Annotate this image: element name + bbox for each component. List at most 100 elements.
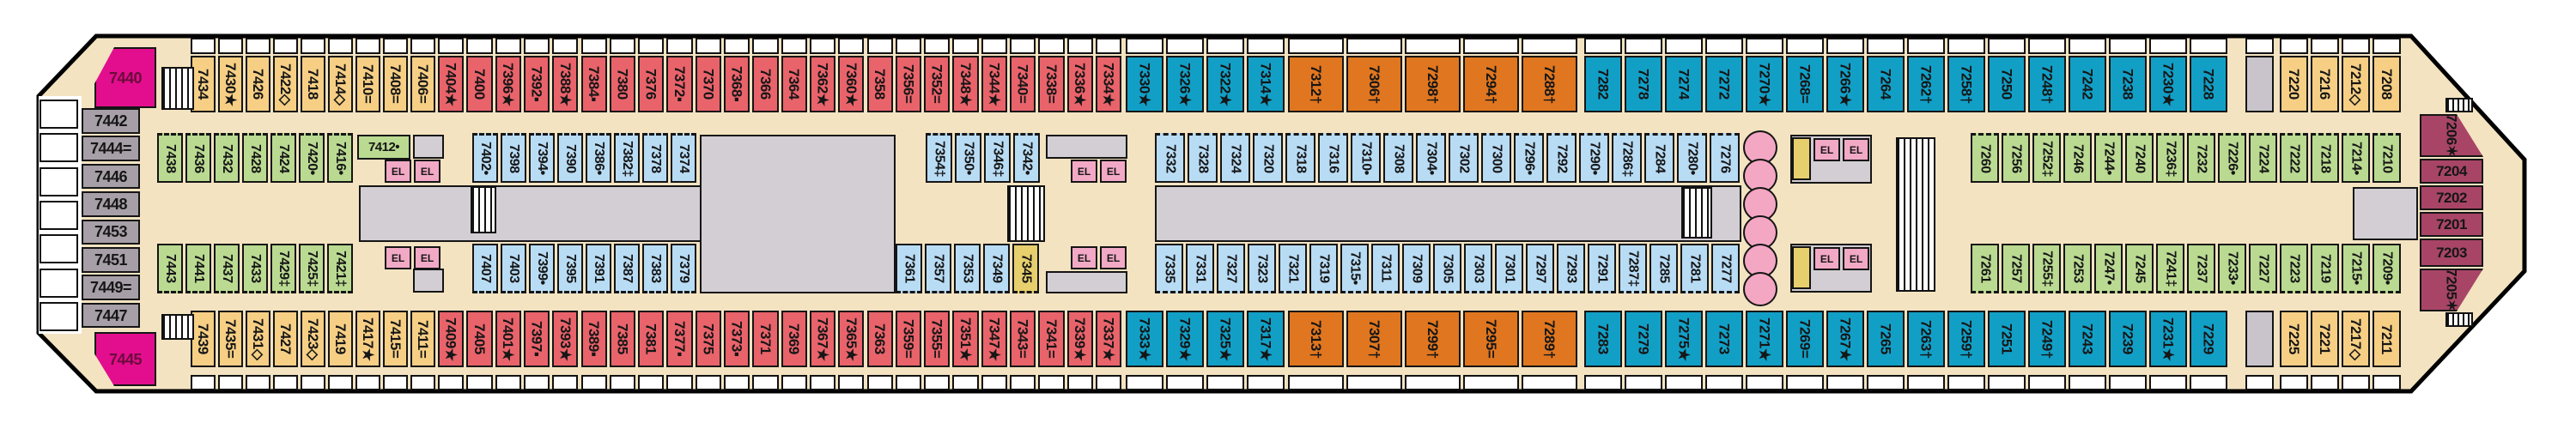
cabin-7277[interactable]: 7277	[1711, 244, 1740, 293]
cabin-7405[interactable]: 7405	[466, 311, 493, 367]
cabin-7416[interactable]: 7416•	[327, 133, 353, 183]
cabin-7240[interactable]: 7240	[2125, 133, 2154, 183]
cabin-7354[interactable]: 7354‡	[926, 133, 952, 183]
cabin-7390[interactable]: 7390	[557, 133, 583, 183]
cabin-7246[interactable]: 7246	[2063, 133, 2092, 183]
cabin-7237[interactable]: 7237	[2187, 244, 2215, 293]
cabin-7389[interactable]: 7389▪	[580, 311, 607, 367]
cabin-7392[interactable]: 7392▪	[523, 56, 550, 112]
cabin-7371[interactable]: 7371	[752, 311, 779, 367]
cabin-7324[interactable]: 7324	[1220, 133, 1250, 183]
cabin-7438[interactable]: 7438	[157, 133, 183, 183]
cabin-7360[interactable]: 7360★	[838, 56, 865, 112]
cabin-7312[interactable]: 7312†	[1288, 56, 1344, 112]
cabin-7309[interactable]: 7309	[1402, 244, 1431, 293]
cabin-7415[interactable]: 7415=	[383, 311, 408, 367]
cabin-7316[interactable]: 7316	[1318, 133, 1348, 183]
cabin-7221[interactable]: 7221	[2311, 311, 2339, 367]
cabin-7317[interactable]: 7317★	[1247, 311, 1285, 367]
cabin-7420[interactable]: 7420•	[299, 133, 325, 183]
cabin-7404[interactable]: 7404★	[438, 56, 465, 112]
cabin-7386[interactable]: 7386•	[586, 133, 611, 183]
cabin-7219[interactable]: 7219	[2311, 244, 2339, 293]
cabin-7339[interactable]: 7339★	[1066, 311, 1093, 367]
cabin-7378[interactable]: 7378	[642, 133, 668, 183]
cabin-7399[interactable]: 7399•	[529, 244, 555, 293]
cabin-7383[interactable]: 7383	[642, 244, 668, 293]
cabin-7425[interactable]: 7425‡	[299, 244, 325, 293]
cabin-7303[interactable]: 7303	[1464, 244, 1492, 293]
cabin-7287[interactable]: 7287‡	[1619, 244, 1647, 293]
cabin-7294[interactable]: 7294†	[1463, 56, 1519, 112]
cabin-7260[interactable]: 7260	[1971, 133, 1999, 183]
cabin-7407[interactable]: 7407	[472, 244, 498, 293]
cabin-7306[interactable]: 7306†	[1346, 56, 1402, 112]
cabin-7323[interactable]: 7323	[1248, 244, 1276, 293]
cabin-7428[interactable]: 7428	[242, 133, 268, 183]
cabin-7247[interactable]: 7247•	[2094, 244, 2123, 293]
cabin-7443[interactable]: 7443	[157, 244, 183, 293]
cabin-7330[interactable]: 7330★	[1126, 56, 1163, 112]
cabin-7307[interactable]: 7307†	[1346, 311, 1402, 367]
cabin-7394[interactable]: 7394•	[529, 133, 555, 183]
cabin-7400[interactable]: 7400	[466, 56, 493, 112]
cabin-7402[interactable]: 7402•	[472, 133, 498, 183]
cabin-7448[interactable]: 7448	[82, 191, 140, 217]
cabin-7412[interactable]: 7412•	[357, 135, 410, 160]
cabin-7409[interactable]: 7409★	[438, 311, 465, 367]
cabin-7288[interactable]: 7288†	[1522, 56, 1577, 112]
cabin-7430[interactable]: 7430★	[218, 56, 243, 112]
cabin-7346[interactable]: 7346‡	[984, 133, 1011, 183]
cabin-7344[interactable]: 7344★	[981, 56, 1007, 112]
cabin-7381[interactable]: 7381	[638, 311, 665, 367]
cabin-7261[interactable]: 7261	[1971, 244, 1999, 293]
cabin-7374[interactable]: 7374	[671, 133, 696, 183]
cabin-7264[interactable]: 7264	[1867, 56, 1905, 112]
cabin-7322[interactable]: 7322★	[1206, 56, 1244, 112]
cabin-7388[interactable]: 7388★	[552, 56, 579, 112]
cabin-7342[interactable]: 7342•	[1013, 133, 1040, 183]
cabin-7276[interactable]: 7276	[1710, 133, 1740, 183]
cabin-7361[interactable]: 7361	[896, 244, 922, 293]
cabin-7451[interactable]: 7451	[82, 247, 140, 273]
cabin-7406[interactable]: 7406=	[410, 56, 435, 112]
cabin-7376[interactable]: 7376	[638, 56, 665, 112]
cabin-7347[interactable]: 7347★	[981, 311, 1007, 367]
cabin-7441[interactable]: 7441	[185, 244, 211, 293]
cabin-7436[interactable]: 7436	[185, 133, 211, 183]
cabin-7410[interactable]: 7410=	[355, 56, 380, 112]
cabin-7338[interactable]: 7338=	[1038, 56, 1065, 112]
cabin-7278[interactable]: 7278	[1625, 56, 1662, 112]
cabin-7375[interactable]: 7375	[695, 311, 721, 367]
cabin-7368[interactable]: 7368▪	[724, 56, 750, 112]
cabin-7349[interactable]: 7349	[983, 244, 1010, 293]
cabin-7424[interactable]: 7424	[270, 133, 296, 183]
cabin-7414[interactable]: 7414◇	[328, 56, 353, 112]
cabin-7210[interactable]: 7210	[2372, 133, 2401, 183]
cabin-7220[interactable]: 7220	[2280, 56, 2308, 112]
cabin-7431[interactable]: 7431◇	[246, 311, 270, 367]
cabin-7327[interactable]: 7327	[1217, 244, 1245, 293]
cabin-7367[interactable]: 7367★	[809, 311, 836, 367]
cabin-7356[interactable]: 7356=	[895, 56, 922, 112]
cabin-7230[interactable]: 7230★	[2149, 56, 2187, 112]
cabin-7227[interactable]: 7227	[2249, 244, 2277, 293]
cabin-7411[interactable]: 7411=	[410, 311, 435, 367]
cabin-7244[interactable]: 7244•	[2094, 133, 2123, 183]
cabin-7258[interactable]: 7258†	[1947, 56, 1985, 112]
cabin-7268[interactable]: 7268=	[1786, 56, 1824, 112]
cabin-7257[interactable]: 7257	[2002, 244, 2030, 293]
cabin-7310[interactable]: 7310•	[1351, 133, 1381, 183]
cabin-7444[interactable]: 7444=	[82, 136, 140, 161]
cabin-7239[interactable]: 7239	[2109, 311, 2147, 367]
cabin-7355[interactable]: 7355=	[924, 311, 951, 367]
cabin-7236[interactable]: 7236‡	[2156, 133, 2184, 183]
cabin-7352[interactable]: 7352=	[924, 56, 951, 112]
cabin-7396[interactable]: 7396★	[495, 56, 521, 112]
cabin-7365[interactable]: 7365★	[838, 311, 865, 367]
cabin-7238[interactable]: 7238	[2109, 56, 2147, 112]
cabin-7384[interactable]: 7384▪	[580, 56, 607, 112]
cabin-7242[interactable]: 7242	[2069, 56, 2106, 112]
cabin-7228[interactable]: 7228	[2190, 56, 2227, 112]
cabin-7377[interactable]: 7377▪	[666, 311, 693, 367]
